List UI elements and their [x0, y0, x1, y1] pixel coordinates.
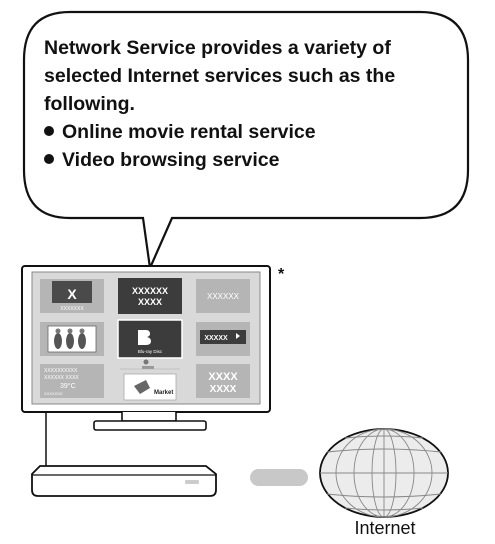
- internet-label: Internet: [354, 518, 416, 538]
- callout-text: Network Service provides a variety of se…: [44, 34, 454, 174]
- tile-3-label: XXXXXX: [207, 292, 240, 301]
- tile-3: XXXXXX: [196, 279, 250, 313]
- tile-5-blu-ray: Blu-ray Disc: [117, 319, 183, 359]
- tile-9-line-1: XXXX: [208, 371, 238, 383]
- tile-2: XXXXXX XXXX: [118, 278, 182, 314]
- player-indicator: [185, 480, 199, 484]
- tile-1: X XXXXXXX: [40, 279, 104, 313]
- tile-8-label: Market: [154, 390, 173, 396]
- tile-1-small: XXXXXXX: [60, 306, 84, 312]
- tile-8-market: Market: [123, 373, 177, 401]
- bullet-item-1-label: Online movie rental service: [62, 121, 316, 143]
- bullet-dot-icon: [44, 154, 54, 164]
- tile-2-line-1: XXXXXX: [132, 286, 168, 296]
- callout-line-1: Network Service provides a variety of: [44, 37, 391, 59]
- tile-5-label: Blu-ray Disc: [138, 349, 163, 354]
- bag-icon: [134, 380, 150, 394]
- tile-7-line-1: XXXXXXXXXX: [44, 368, 78, 374]
- network-connection-bar: [250, 469, 308, 486]
- tile-7-temp: 39°C: [60, 382, 76, 390]
- internet-globe-icon: [319, 428, 449, 518]
- tv-stand-neck: [121, 412, 177, 422]
- tile-2-line-2: XXXX: [138, 297, 162, 307]
- center-status-icons: [120, 359, 180, 370]
- tile-9: XXXX XXXX: [196, 364, 250, 398]
- bullet-dot-icon: [44, 126, 54, 136]
- footnote-asterisk: *: [278, 266, 285, 283]
- callout-line-2: selected Internet services such as the: [44, 65, 396, 87]
- tile-6-label: XXXXX: [204, 335, 228, 342]
- tv-stand-base: [93, 420, 207, 431]
- tile-6: XXXXX: [196, 322, 250, 356]
- bullet-item-2-label: Video browsing service: [62, 149, 280, 171]
- tile-7-line-2: XXXXXX XXXX: [44, 375, 79, 381]
- tile-4: [40, 322, 104, 356]
- tile-7-line-4: XXXXXXX: [44, 391, 63, 396]
- bullet-item-2: Video browsing service: [44, 146, 454, 174]
- speech-bubble: [22, 10, 470, 272]
- bullet-item-1: Online movie rental service: [44, 118, 454, 146]
- tile-7-weather: XXXXXXXXXX XXXXXX XXXX 39°C XXXXXXX: [40, 364, 104, 398]
- tile-9-line-2: XXXX: [210, 384, 237, 395]
- tile-1-label: X: [67, 286, 77, 302]
- callout-line-3: following.: [44, 93, 135, 115]
- blu-ray-player: [31, 465, 217, 497]
